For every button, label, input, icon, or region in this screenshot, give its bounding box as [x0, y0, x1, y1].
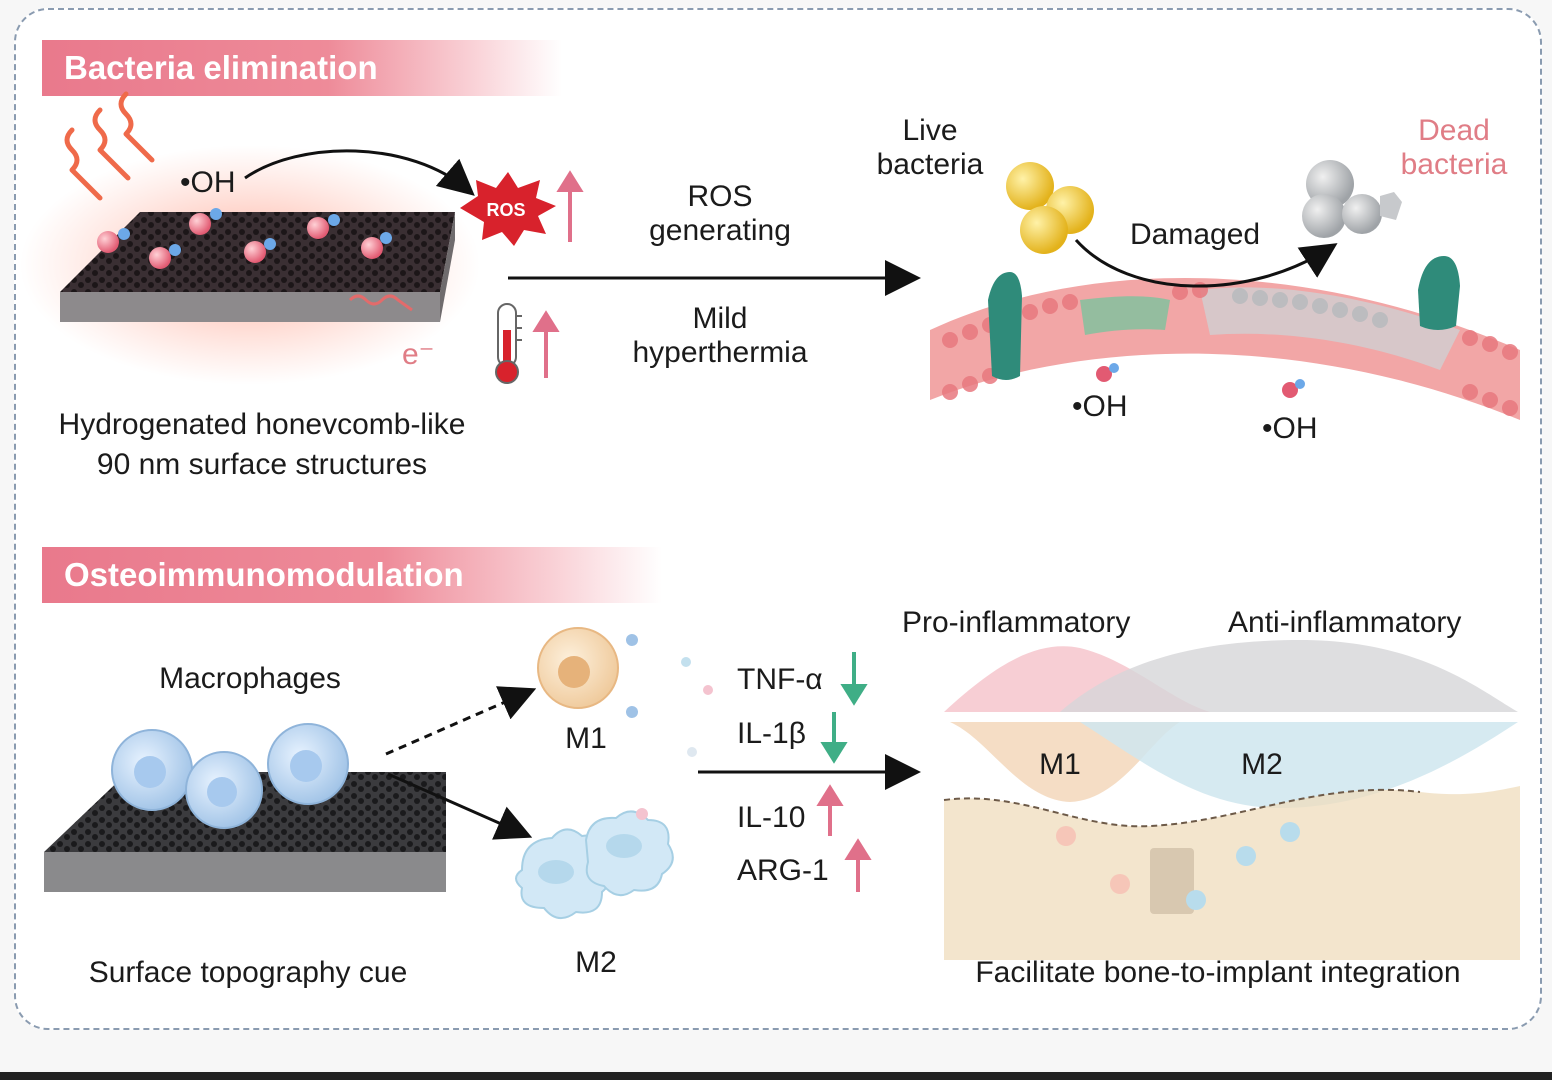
- dead-bacteria-icon: [1302, 160, 1402, 238]
- oh-label-top: •OH: [180, 166, 236, 199]
- damaged-label: Damaged: [1130, 218, 1261, 251]
- cytokine-arg1: ARG-1: [737, 854, 829, 887]
- electron-wave: [348, 294, 413, 312]
- hydroxyl-radical-icon: [1096, 363, 1305, 398]
- ros-badge-label: ROS: [486, 200, 526, 220]
- m2-label: M2: [575, 946, 617, 979]
- surface-caption-line-1: Hydrogenated honevcomb-like: [58, 408, 466, 441]
- dead-bacteria-line-2: bacteria: [1400, 148, 1508, 181]
- pro-inflammatory-label: Pro-inflammatory: [902, 606, 1131, 639]
- oh-to-ros-arrow: [244, 149, 475, 196]
- arrow-up-icon: [816, 784, 844, 836]
- dead-bacteria-line-1: Dead: [1418, 114, 1490, 147]
- hyperthermia-line-1: Mild: [692, 302, 748, 335]
- electron-label: e⁻: [402, 338, 435, 371]
- hyperthermia-line-2: hyperthermia: [632, 336, 808, 369]
- surface-particles: [97, 208, 392, 269]
- oh-label-membrane-2: •OH: [1262, 412, 1318, 445]
- ros-burst-icon: [460, 172, 556, 246]
- arrow-up-icon: [556, 170, 584, 242]
- cytokine-il1b: IL-1β: [737, 717, 806, 750]
- section-title-bacteria: Bacteria elimination: [42, 40, 562, 96]
- to-m2-arrow: [387, 772, 533, 840]
- m1-macrophage-icon: [537, 627, 713, 757]
- bone-tissue: [943, 786, 1520, 960]
- hydrogenated-surface: [20, 145, 480, 385]
- live-bacteria-line-2: bacteria: [876, 148, 984, 181]
- live-bacteria-icon: [1006, 162, 1094, 254]
- thermometer-icon: [495, 303, 522, 384]
- ros-generating-line-2: generating: [649, 214, 791, 247]
- m1-label: M1: [565, 722, 607, 755]
- inflammation-curves: [944, 640, 1518, 808]
- integration-caption: Facilitate bone-to-implant integration: [975, 956, 1461, 989]
- macrophage-cells-icon: [111, 723, 349, 829]
- section-title-osteo: Osteoimmunomodulation: [42, 547, 662, 603]
- anti-inflammatory-label: Anti-inflammatory: [1228, 606, 1462, 639]
- light-rays-icon: [64, 91, 155, 201]
- membrane-channel-icon: [988, 256, 1460, 380]
- cytokine-il10: IL-10: [737, 801, 806, 834]
- oh-label-membrane-1: •OH: [1072, 390, 1128, 423]
- bacterial-membrane: [930, 277, 1520, 420]
- wave-m2-label: M2: [1241, 748, 1283, 781]
- to-m1-arrow: [385, 686, 537, 756]
- arrow-up-icon: [844, 838, 872, 892]
- cytokine-tnf: TNF-α: [737, 663, 823, 696]
- surface-caption-line-2: 90 nm surface structures: [96, 448, 428, 481]
- macrophages-label: Macrophages: [159, 662, 341, 695]
- wave-m1-label: M1: [1039, 748, 1081, 781]
- damage-arrow: [1074, 238, 1338, 288]
- m2-macrophage-icon: [515, 808, 674, 919]
- bottom-divider: [0, 1072, 1552, 1080]
- arrow-down-icon: [820, 712, 848, 764]
- live-bacteria-line-1: Live: [902, 114, 958, 147]
- ros-generating-line-1: ROS: [687, 180, 753, 213]
- arrow-down-icon: [840, 652, 868, 706]
- arrow-up-icon: [532, 310, 560, 378]
- surface-topography-caption: Surface topography cue: [88, 956, 408, 989]
